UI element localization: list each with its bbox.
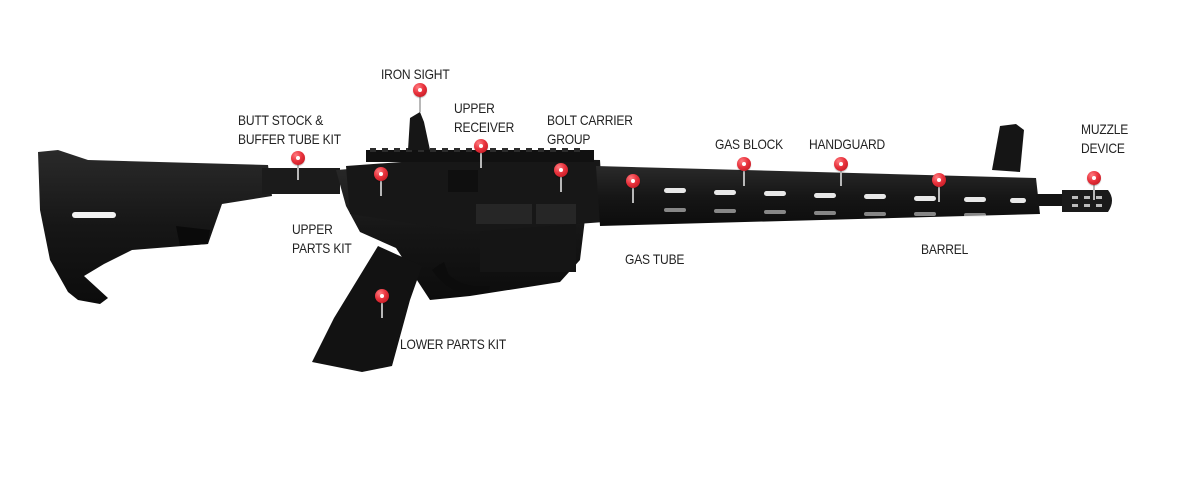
pistol-grip-shape (312, 246, 422, 372)
iron-sight-pin[interactable] (413, 83, 427, 123)
label-bolt-carrier-group[interactable]: BOLT CARRIER GROUP (547, 112, 633, 147)
barrel-pin[interactable] (932, 173, 946, 213)
handguard-pin[interactable] (834, 157, 848, 197)
rear-iron-sight-shape (408, 112, 430, 150)
gas-block-pin[interactable] (737, 157, 751, 197)
stock-slot (72, 212, 116, 218)
label-iron-sight[interactable]: IRON SIGHT (381, 66, 450, 82)
label-upper-receiver[interactable]: UPPER RECEIVER (454, 100, 515, 135)
buffer-tube-shape (262, 168, 340, 194)
label-muzzle-device[interactable]: MUZZLE DEVICE (1081, 121, 1129, 156)
lower-parts-kit-pin[interactable] (375, 289, 389, 329)
label-gas-tube[interactable]: GAS TUBE (625, 251, 685, 267)
butt-stock-shape (38, 150, 272, 304)
label-barrel[interactable]: BARREL (921, 241, 969, 257)
label-gas-block[interactable]: GAS BLOCK (715, 136, 784, 152)
label-handguard[interactable]: HANDGUARD (809, 136, 886, 152)
label-lower-parts-kit[interactable]: LOWER PARTS KIT (400, 336, 507, 352)
bolt-carrier-group-pin[interactable] (554, 163, 568, 203)
gas-tube-pin[interactable] (626, 174, 640, 214)
front-sight-shape (992, 124, 1024, 172)
upper-receiver-pin[interactable] (474, 139, 488, 179)
butt-stock-pin[interactable] (291, 151, 305, 191)
magazine-well-shape (480, 222, 576, 272)
label-butt-stock[interactable]: BUTT STOCK & BUFFER TUBE KIT (238, 112, 341, 147)
barrel-shape (1036, 194, 1066, 206)
muzzle-device-pin[interactable] (1087, 171, 1101, 211)
label-upper-parts-kit[interactable]: UPPER PARTS KIT (292, 221, 352, 256)
upper-parts-kit-pin[interactable] (374, 167, 388, 207)
